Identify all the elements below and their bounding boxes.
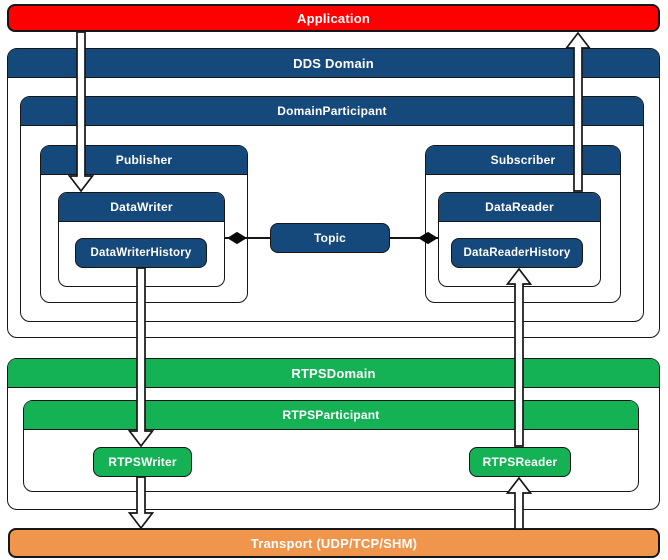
data-reader-header: DataReader	[439, 193, 600, 222]
application-node: Application	[7, 4, 660, 32]
topic-node: Topic	[270, 223, 390, 253]
transport-node: Transport (UDP/TCP/SHM)	[8, 528, 660, 558]
data-writer-history-node: DataWriterHistory	[75, 238, 207, 268]
subscriber-header: Subscriber	[426, 146, 620, 175]
rtps-writer-node: RTPSWriter	[93, 447, 192, 477]
data-reader-history-node: DataReaderHistory	[451, 238, 583, 268]
domain-participant-header: DomainParticipant	[21, 97, 643, 126]
rtps-domain-header: RTPSDomain	[8, 359, 659, 388]
rtps-reader-node: RTPSReader	[469, 447, 571, 477]
rtps-participant-panel: RTPSParticipant	[23, 400, 639, 492]
data-writer-header: DataWriter	[59, 193, 224, 222]
dds-domain-header: DDS Domain	[8, 49, 659, 78]
publisher-header: Publisher	[41, 146, 247, 175]
rtps-participant-header: RTPSParticipant	[24, 401, 638, 430]
